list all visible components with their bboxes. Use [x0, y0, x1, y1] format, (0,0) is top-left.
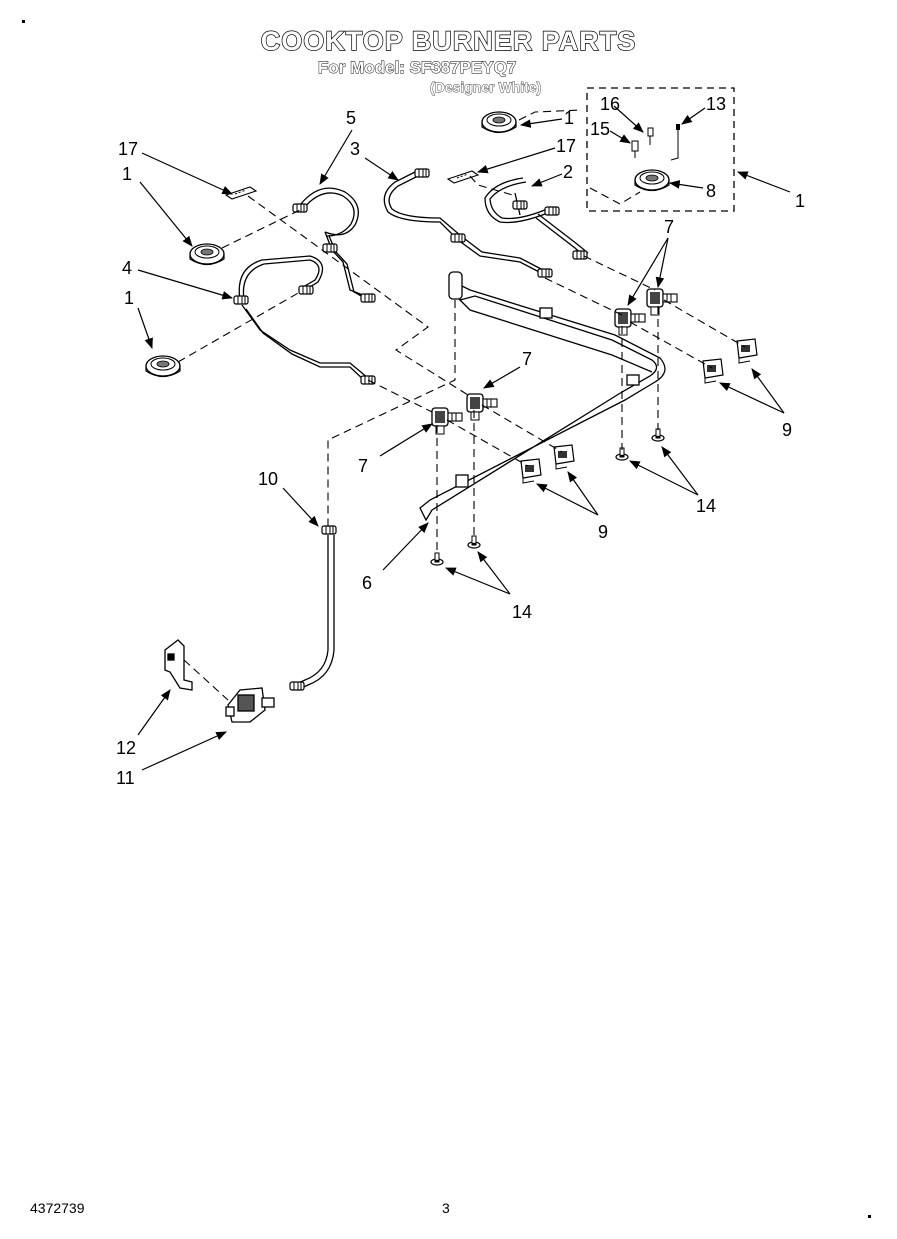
page-title: COOKTOP BURNER PARTS	[260, 25, 637, 56]
clip-icon	[553, 444, 575, 470]
gas-tube-lines	[238, 171, 589, 691]
fitting-icon	[233, 168, 588, 691]
callout-label: 9	[782, 420, 792, 440]
corner-mark	[868, 1215, 871, 1218]
callout-label: 14	[696, 496, 716, 516]
callout-label: 9	[598, 522, 608, 542]
callout-label: 6	[362, 573, 372, 593]
callout-label: 1	[795, 191, 805, 211]
callout-label: 17	[556, 136, 576, 156]
clip-icon	[520, 458, 542, 484]
model-line: For Model: SF387PEYQ7	[318, 58, 517, 78]
callout-label: 3	[350, 139, 360, 159]
callout-label: 10	[258, 469, 278, 489]
callout-arrows	[137, 105, 791, 771]
screw-icon	[651, 428, 665, 442]
callout-label: 1	[564, 108, 574, 128]
screw-icon	[430, 552, 444, 566]
callout-label: 12	[116, 738, 136, 758]
dashed-assembly-lines	[177, 109, 746, 701]
callout-label: 7	[522, 349, 532, 369]
page-number: 3	[442, 1200, 450, 1216]
regulator-icon	[225, 687, 275, 723]
burner-icon	[145, 355, 181, 378]
callout-label: 2	[563, 162, 573, 182]
callout-label: 8	[706, 181, 716, 201]
valve-icon	[466, 393, 498, 421]
callout-label: 17	[118, 139, 138, 159]
callout-label: 1	[122, 164, 132, 184]
callout-label: 7	[664, 217, 674, 237]
clip-icon	[702, 358, 724, 384]
model-subtitle: (Designer White)	[430, 79, 542, 96]
callout-label: 7	[358, 456, 368, 476]
burner-icon	[189, 243, 225, 266]
callout-label: 11	[116, 768, 135, 788]
detail-box	[586, 87, 735, 212]
callout-label: 15	[590, 119, 610, 139]
manifold-pipe-icon	[419, 271, 666, 522]
mounting-bracket-icon	[164, 639, 193, 691]
callout-label: 5	[346, 108, 356, 128]
callout-label: 4	[122, 258, 132, 278]
clip-icon	[736, 338, 758, 364]
bracket-icon	[447, 170, 479, 184]
valve-icon	[646, 288, 678, 316]
document-number: 4372739	[30, 1200, 85, 1216]
callout-label: 16	[600, 94, 620, 114]
burner-icon	[481, 111, 517, 134]
screw-part-icon	[631, 124, 680, 161]
screw-icon	[467, 535, 481, 549]
callout-label: 13	[706, 94, 726, 114]
corner-mark	[22, 20, 25, 23]
callout-label: 14	[512, 602, 532, 622]
burner-icon	[634, 169, 670, 192]
callout-label: 1	[124, 288, 134, 308]
